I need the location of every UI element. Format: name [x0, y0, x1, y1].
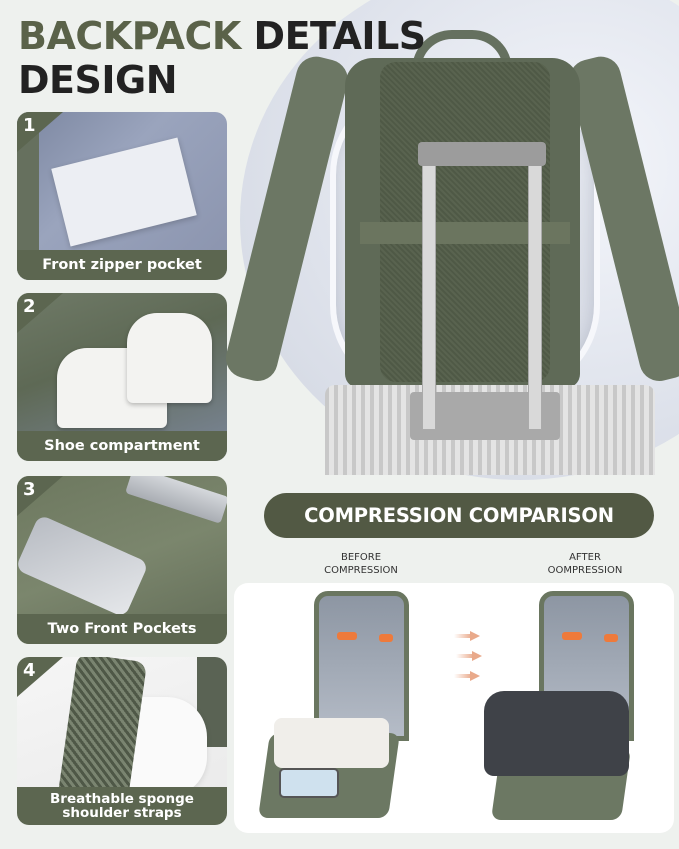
trolley-handle [418, 142, 546, 166]
feature-label-line2: shoulder straps [62, 805, 182, 821]
feature-label: Breathable sponge shoulder straps [17, 787, 227, 825]
orange-item [337, 632, 357, 640]
trolley-sleeve-band [360, 222, 570, 244]
arrow-right-icon [454, 631, 484, 641]
before-compression-caption: BEFORE COMPRESSION [306, 551, 416, 577]
bag-edge [17, 112, 39, 280]
backpack-handle [412, 30, 512, 75]
feature-label-line1: Breathable sponge [50, 791, 194, 807]
caption-line: BEFORE [340, 552, 382, 563]
feature-card-front-zipper-pocket: 1 Front zipper pocket [17, 112, 227, 280]
document-in-pocket [51, 137, 197, 247]
feature-label: Two Front Pockets [17, 614, 227, 644]
title-word-design: DESIGN [18, 58, 178, 102]
feature-number: 2 [23, 296, 36, 317]
compression-comparison-heading: COMPRESSION COMPARISON [264, 493, 654, 538]
feature-card-shoe-compartment: 2 Shoe compartment [17, 293, 227, 461]
feature-card-two-front-pockets: 3 Two Front Pockets [17, 476, 227, 644]
after-compression-caption: AFTER OOMPRESSION [530, 551, 640, 577]
compression-comparison-panel [234, 583, 674, 833]
arrow-right-icon [456, 651, 486, 661]
trolley-pole-left [422, 160, 436, 430]
trolley-pole-right [528, 160, 542, 430]
before-bag-lid [314, 591, 409, 741]
power-bank [125, 476, 227, 524]
caption-line: COMPRESSION [324, 565, 398, 576]
feature-number: 1 [23, 115, 36, 136]
feature-number: 4 [23, 660, 36, 681]
caption-line: AFTER [569, 552, 601, 563]
caption-line: OOMPRESSION [547, 565, 623, 576]
title-word-details: DETAILS [253, 14, 427, 58]
arrow-right-icon [454, 671, 484, 681]
feature-card-shoulder-straps: 4 Breathable sponge shoulder straps [17, 657, 227, 825]
feature-number: 3 [23, 479, 36, 500]
title-word-backpack: BACKPACK [18, 14, 241, 58]
compression-cube [484, 691, 629, 776]
feature-label: Shoe compartment [17, 431, 227, 461]
orange-item [562, 632, 582, 640]
feature-label: Front zipper pocket [17, 250, 227, 280]
orange-item [604, 634, 618, 642]
sneaker [127, 313, 212, 403]
white-sneakers [274, 718, 389, 768]
toiletry-bag [279, 768, 339, 798]
orange-item [379, 634, 393, 642]
page-title: BACKPACK DETAILS DESIGN [18, 14, 426, 102]
smartphone [17, 514, 150, 618]
